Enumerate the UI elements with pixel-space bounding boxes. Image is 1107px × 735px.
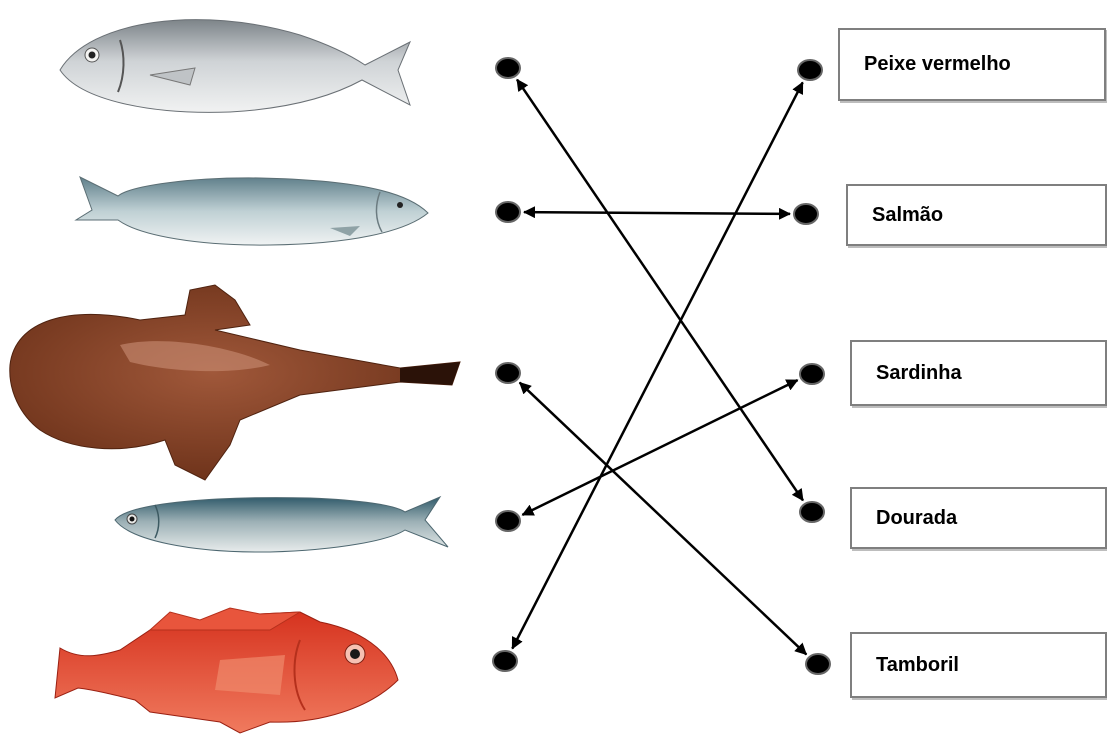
- label-tamboril: Tamboril: [850, 632, 1107, 698]
- connection-arrow-1: [517, 80, 803, 501]
- connection-arrow-2: [524, 212, 790, 214]
- label-peixe-vermelho: Peixe vermelho: [838, 28, 1106, 101]
- connection-arrow-4: [522, 380, 797, 515]
- left-connector-dot-1[interactable]: [496, 58, 520, 78]
- connection-arrow-5: [512, 82, 802, 648]
- connection-arrow-3: [520, 383, 807, 655]
- sea-bream-icon: [60, 20, 410, 113]
- right-connector-dot-1[interactable]: [798, 60, 822, 80]
- left-connector-dot-3[interactable]: [496, 363, 520, 383]
- label-peixe-vermelho-text: Peixe vermelho: [840, 53, 1011, 76]
- sardine-icon: [115, 497, 448, 552]
- label-dourada: Dourada: [850, 487, 1107, 549]
- label-sardinha-text: Sardinha: [852, 362, 962, 385]
- label-tamboril-text: Tamboril: [852, 654, 959, 677]
- label-dourada-text: Dourada: [852, 507, 957, 530]
- left-connector-dot-5[interactable]: [493, 651, 517, 671]
- redfish-icon: [55, 608, 398, 733]
- label-sardinha: Sardinha: [850, 340, 1107, 406]
- right-connector-dot-2[interactable]: [794, 204, 818, 224]
- salmon-icon: [76, 177, 428, 245]
- right-connector-dot-5[interactable]: [806, 654, 830, 674]
- left-connector-dot-2[interactable]: [496, 202, 520, 222]
- right-connector-dot-4[interactable]: [800, 502, 824, 522]
- monkfish-icon: [10, 285, 460, 480]
- left-connector-dot-4[interactable]: [496, 511, 520, 531]
- label-salmao-text: Salmão: [848, 204, 943, 227]
- right-connector-dot-3[interactable]: [800, 364, 824, 384]
- label-salmao: Salmão: [846, 184, 1107, 246]
